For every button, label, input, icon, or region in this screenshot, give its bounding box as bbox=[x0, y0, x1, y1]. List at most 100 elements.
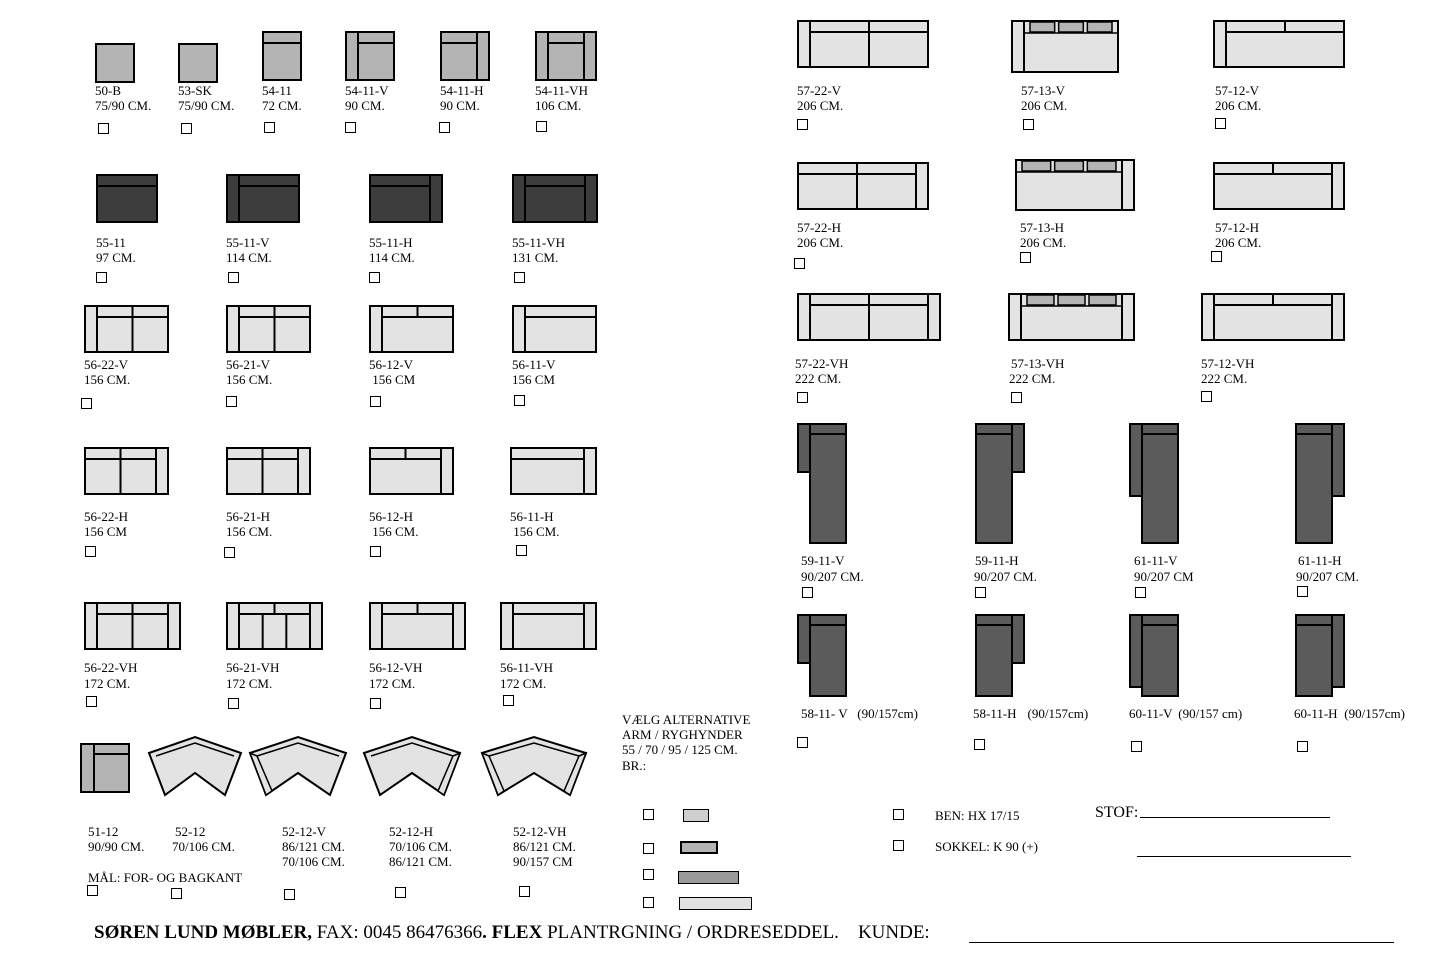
checkbox-52-12-v[interactable] bbox=[284, 889, 295, 900]
checkbox-59-11-h[interactable] bbox=[975, 587, 986, 598]
checkbox-54-11[interactable] bbox=[264, 122, 275, 133]
checkbox-51-12[interactable] bbox=[87, 885, 98, 896]
checkbox-56-12-v[interactable] bbox=[370, 396, 381, 407]
chaise-arm bbox=[1011, 423, 1025, 473]
module-size: (90/157 cm) bbox=[1175, 706, 1243, 721]
checkbox-57-13-h[interactable] bbox=[1020, 252, 1031, 263]
checkbox-61-11-h[interactable] bbox=[1297, 586, 1308, 597]
checkbox-56-11-v[interactable] bbox=[514, 395, 525, 406]
checkbox-56-12-h[interactable] bbox=[370, 546, 381, 557]
checkbox-55-11-h[interactable] bbox=[369, 272, 380, 283]
module-52-12-h-drawing bbox=[362, 735, 462, 797]
back-pillow bbox=[1086, 21, 1113, 33]
module-code: 54-11 bbox=[262, 83, 292, 98]
checkbox-54-11-h[interactable] bbox=[439, 122, 450, 133]
checkbox-50-b[interactable] bbox=[98, 123, 109, 134]
module-size: 172 CM. bbox=[226, 676, 273, 691]
checkbox-57-22-v[interactable] bbox=[797, 119, 808, 130]
arm-options-title-1: VÆLG ALTERNATIVE bbox=[622, 712, 751, 727]
chaise-back bbox=[809, 614, 847, 626]
checkbox-56-21-h[interactable] bbox=[224, 547, 235, 558]
module-55-11-drawing bbox=[96, 174, 158, 223]
right-arm bbox=[583, 447, 597, 495]
checkbox-57-13-vh[interactable] bbox=[1011, 392, 1022, 403]
checkbox-legs[interactable] bbox=[893, 809, 904, 820]
back-cushion bbox=[547, 31, 585, 44]
checkbox-56-11-h[interactable] bbox=[516, 545, 527, 556]
checkbox-56-21-v[interactable] bbox=[226, 396, 237, 407]
customer-field-line[interactable] bbox=[969, 942, 1394, 943]
checkbox-54-11-vh[interactable] bbox=[536, 121, 547, 132]
checkbox-55-11-v[interactable] bbox=[228, 272, 239, 283]
back-cushion bbox=[488, 742, 580, 757]
checkbox-arm-95[interactable] bbox=[643, 869, 654, 880]
module-size: 206 CM. bbox=[797, 98, 844, 113]
module-57-12-h-drawing bbox=[1213, 162, 1345, 210]
left-arm bbox=[1213, 20, 1227, 68]
checkbox-57-12-h[interactable] bbox=[1211, 251, 1222, 262]
module-56-12-v-drawing bbox=[369, 305, 454, 353]
footer: SØREN LUND MØBLER, FAX: 0045 86476366. F… bbox=[94, 922, 930, 944]
checkbox-58-11-v[interactable] bbox=[797, 737, 808, 748]
fabric-field-line-1[interactable] bbox=[1140, 817, 1330, 818]
checkbox-52-12-vh[interactable] bbox=[519, 886, 530, 897]
checkbox-53-sk[interactable] bbox=[181, 123, 192, 134]
right-arm bbox=[1331, 162, 1345, 210]
back-pillow bbox=[1088, 294, 1117, 306]
checkbox-57-12-vh[interactable] bbox=[1201, 391, 1212, 402]
module-57-13-vh-drawing bbox=[1008, 293, 1135, 341]
module-size: 114 CM. bbox=[226, 250, 272, 265]
left-arm bbox=[535, 31, 549, 81]
checkbox-57-13-v[interactable] bbox=[1023, 119, 1034, 130]
side-cushion bbox=[80, 743, 95, 793]
chaise-body bbox=[809, 423, 847, 544]
checkbox-56-22-vh[interactable] bbox=[86, 696, 97, 707]
checkbox-52-12[interactable] bbox=[171, 888, 182, 899]
module-61-11-v-drawing bbox=[1129, 423, 1179, 544]
checkbox-arm-70[interactable] bbox=[643, 843, 654, 854]
plinth-label: SOKKEL: K 90 (+) bbox=[935, 839, 1039, 854]
module-size: 90/207 CM. bbox=[1296, 569, 1359, 584]
checkbox-57-12-v[interactable] bbox=[1215, 118, 1226, 129]
right-arm bbox=[915, 162, 929, 210]
module-code: 61-11-V bbox=[1134, 553, 1178, 568]
module-56-21-h-drawing bbox=[226, 447, 311, 495]
checkbox-56-11-vh[interactable] bbox=[503, 695, 514, 706]
checkbox-55-11[interactable] bbox=[96, 272, 107, 283]
checkbox-56-21-vh[interactable] bbox=[228, 698, 239, 709]
checkbox-60-11-v[interactable] bbox=[1131, 741, 1142, 752]
back-pillow bbox=[1029, 21, 1056, 33]
checkbox-57-22-vh[interactable] bbox=[797, 392, 808, 403]
module-56-21-v-drawing bbox=[226, 305, 311, 353]
module-code: 55-11-V bbox=[226, 235, 270, 250]
module-size: 222 CM. bbox=[1201, 371, 1248, 386]
module-code: 57-13-V bbox=[1021, 83, 1066, 98]
checkbox-60-11-h[interactable] bbox=[1297, 741, 1308, 752]
chaise-back bbox=[975, 423, 1013, 435]
module-56-11-vh-drawing bbox=[500, 602, 597, 650]
checkbox-arm-125[interactable] bbox=[643, 897, 654, 908]
module-code: 54-11-H bbox=[440, 83, 484, 98]
checkbox-56-22-v[interactable] bbox=[81, 398, 92, 409]
checkbox-52-12-h[interactable] bbox=[395, 887, 406, 898]
checkbox-56-22-h[interactable] bbox=[85, 546, 96, 557]
checkbox-arm-55[interactable] bbox=[643, 809, 654, 820]
fabric-field-line-2[interactable] bbox=[1137, 856, 1351, 857]
checkbox-55-11-vh[interactable] bbox=[514, 272, 525, 283]
checkbox-61-11-v[interactable] bbox=[1135, 587, 1146, 598]
checkbox-plinth[interactable] bbox=[893, 840, 904, 851]
checkbox-56-12-vh[interactable] bbox=[370, 698, 381, 709]
module-code: 59-11-V bbox=[801, 553, 845, 568]
checkbox-59-11-v[interactable] bbox=[802, 587, 813, 598]
footer-fax: FAX: 0045 86476366 bbox=[312, 922, 483, 943]
module-59-11-h-drawing bbox=[975, 423, 1025, 544]
checkbox-58-11-h[interactable] bbox=[974, 739, 985, 750]
checkbox-54-11-v[interactable] bbox=[345, 122, 356, 133]
module-size: 156 CM bbox=[369, 372, 416, 387]
module-size: 86/121 CM. 70/106 CM. bbox=[282, 839, 345, 869]
chaise-arm bbox=[797, 423, 811, 473]
module-60-11-h-drawing bbox=[1295, 614, 1345, 697]
checkbox-57-22-h[interactable] bbox=[794, 258, 805, 269]
chaise-body bbox=[975, 423, 1013, 544]
chaise-back bbox=[1295, 614, 1333, 626]
